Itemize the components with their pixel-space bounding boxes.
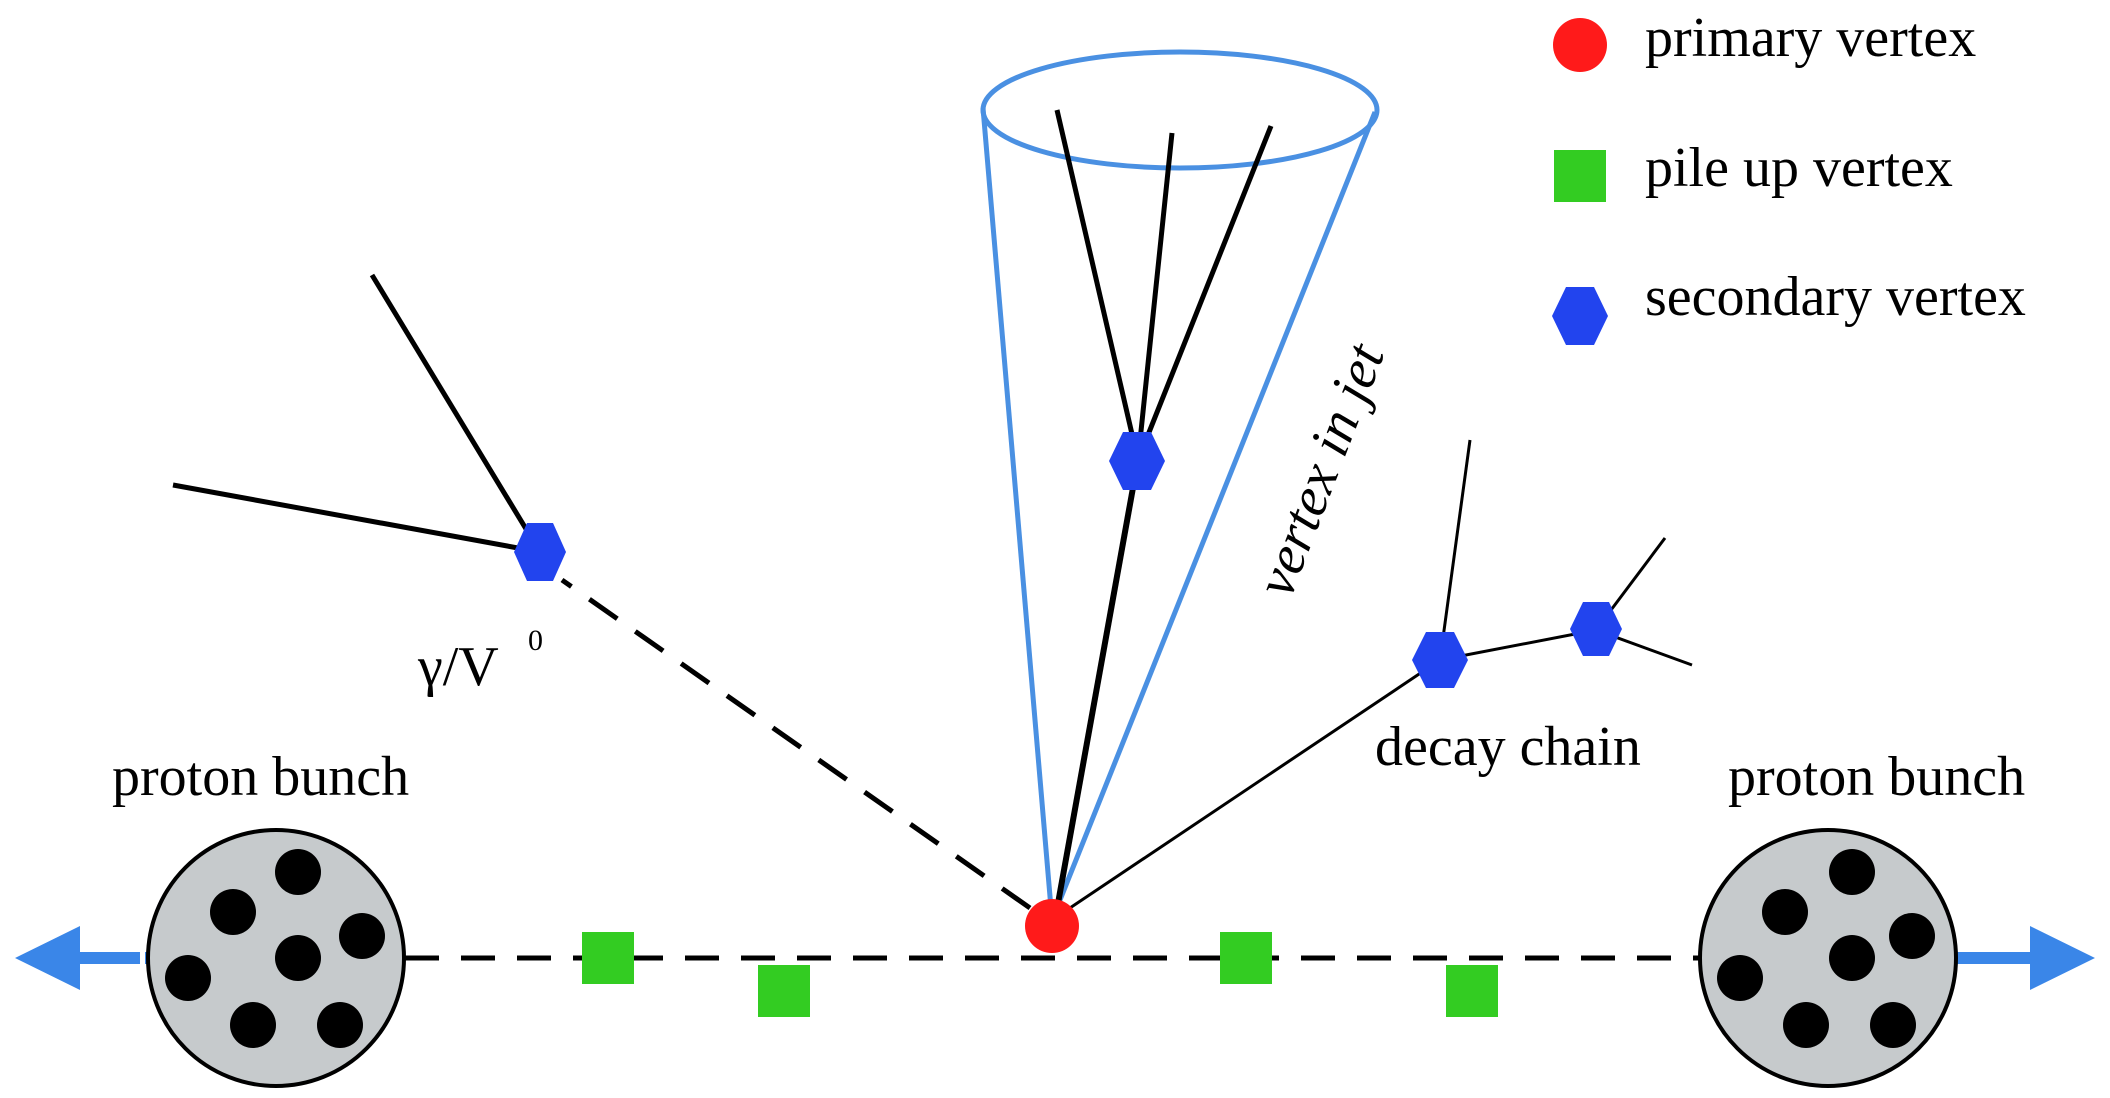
proton-bunch-right-label: proton bunch — [1728, 746, 2025, 808]
left-beam-arrow — [15, 926, 150, 990]
decay-track — [1438, 439, 1472, 661]
secondary-vertex — [1570, 602, 1622, 656]
jet-track — [1135, 132, 1175, 461]
legend-secondary-marker — [1552, 287, 1608, 345]
secondary-vertex — [1412, 632, 1468, 688]
decay-chain-label: decay chain — [1375, 716, 1641, 778]
proton-bunch-right — [1698, 828, 1958, 1088]
conversion-track — [172, 482, 541, 555]
legend: primary vertex pile up vertex secondary … — [1552, 7, 2026, 345]
conversion-label-main: γ/V — [417, 636, 499, 698]
jet-track — [1054, 109, 1141, 461]
pileup-vertex — [582, 932, 634, 984]
proton-bunch-left — [146, 828, 406, 1088]
right-beam-arrow — [1955, 926, 2095, 990]
conversion-label: γ/V 0 — [417, 624, 543, 698]
jet-track — [1135, 125, 1274, 461]
decay-track — [1051, 658, 1441, 922]
decay-track — [1439, 628, 1597, 662]
pileup-vertex — [758, 965, 810, 1017]
jet-cone — [980, 49, 1380, 921]
jet-track — [1052, 459, 1141, 921]
legend-primary-marker — [1553, 18, 1607, 72]
legend-pileup-label: pile up vertex — [1645, 137, 1953, 199]
primary-vertex — [1025, 899, 1079, 953]
conversion-track — [369, 273, 543, 554]
legend-primary-label: primary vertex — [1645, 7, 1976, 69]
secondary-vertex — [514, 523, 566, 581]
secondary-vertex — [1109, 432, 1165, 490]
proton-bunch-left-label: proton bunch — [112, 746, 409, 808]
conversion-label-sup: 0 — [528, 624, 543, 657]
legend-pileup-marker — [1554, 150, 1606, 202]
pileup-vertex — [1220, 932, 1272, 984]
legend-secondary-label: secondary vertex — [1645, 266, 2026, 328]
neutral-flight-path — [560, 577, 1032, 911]
pileup-vertex — [1446, 965, 1498, 1017]
